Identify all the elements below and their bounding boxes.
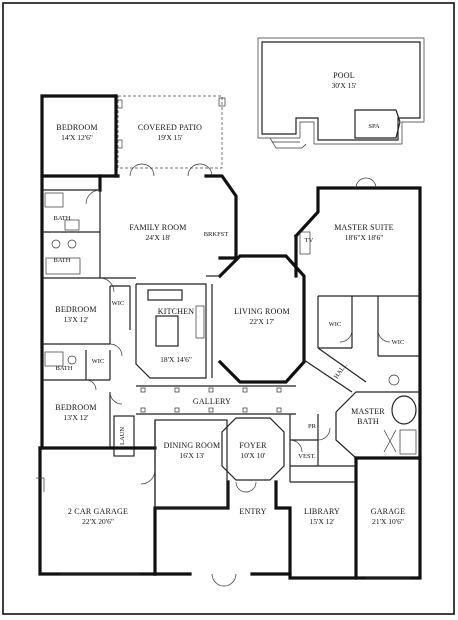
foyer-name: FOYER (239, 441, 267, 450)
covered-patio-name: COVERED PATIO (138, 123, 202, 132)
garage-size: 21'X 10'6" (372, 517, 404, 526)
covered-patio-outline (115, 95, 226, 169)
master-suite-name: MASTER SUITE (334, 223, 394, 232)
master-bath-name-2: BATH (357, 417, 379, 426)
bedroom-2-size: 13'X 12' (64, 315, 90, 324)
bedroom-3-name: BEDROOM (55, 403, 96, 412)
tv-name: TV (305, 237, 314, 244)
exterior-walls (38, 94, 422, 580)
master-bath-name: MASTER (351, 407, 385, 416)
kitchen-name: KITCHEN (158, 307, 195, 316)
garage-2car-name: 2 CAR GARAGE (68, 507, 128, 516)
garage-2car-size: 22'X 20'6" (82, 517, 114, 526)
pool-size: 30'X 15' (332, 81, 358, 90)
master-suite-size: 18'6"X 18'6" (345, 233, 384, 242)
living-room-size: 22'X 17' (250, 317, 276, 326)
foyer-size: 10'X 10' (241, 451, 267, 460)
bath-2-label: BATH (54, 257, 71, 264)
bedroom-1-size: 14'X 12'6" (61, 133, 93, 142)
laun-label: LAUN (119, 427, 126, 445)
hall-name: HALL (333, 362, 349, 380)
pool-name: POOL (333, 71, 355, 80)
pool-area (257, 37, 425, 149)
wic-1-label: WIC (112, 300, 125, 307)
page-frame (2, 2, 455, 615)
dining-room-name: DINING ROOM (164, 441, 221, 450)
wic-master-right-label: WIC (392, 339, 405, 346)
vest-label: VEST. (298, 453, 316, 460)
bedroom-3-size: 13'X 12' (64, 413, 90, 422)
fixtures (36, 163, 410, 587)
spa-name: SPA (368, 123, 380, 130)
library-size: 15'X 12' (310, 517, 336, 526)
bath-3-label: BATH (56, 365, 73, 372)
room-labels: POOL 30'X 15' SPA BEDROOM 14'X 12'6" COV… (55, 71, 405, 526)
pr-label: PR (308, 423, 317, 430)
bedroom-1-name: BEDROOM (56, 123, 97, 132)
bedroom-2-name: BEDROOM (55, 305, 96, 314)
garage-name: GARAGE (371, 507, 406, 516)
wic-2-label: WIC (92, 358, 105, 365)
covered-patio-size: 19'X 15' (158, 133, 184, 142)
small-labels: BATH BATH BATH WIC WIC WIC WIC PR VEST. … (54, 215, 405, 460)
interior-walls (38, 189, 422, 509)
gallery-name: GALLERY (193, 397, 231, 406)
bath-1-label: BATH (54, 215, 71, 222)
wic-master-left-label: WIC (329, 321, 342, 328)
dining-room-size: 16'X 13' (180, 451, 206, 460)
brkfst-name: BRKFST (204, 231, 229, 238)
family-room-name: FAMILY ROOM (129, 223, 186, 232)
kitchen-size: 18'X 14'6" (160, 355, 192, 364)
library-name: LIBRARY (304, 507, 340, 516)
family-room-size: 24'X 18' (146, 233, 172, 242)
entry-name: ENTRY (239, 507, 266, 516)
living-room-name: LIVING ROOM (234, 307, 290, 316)
